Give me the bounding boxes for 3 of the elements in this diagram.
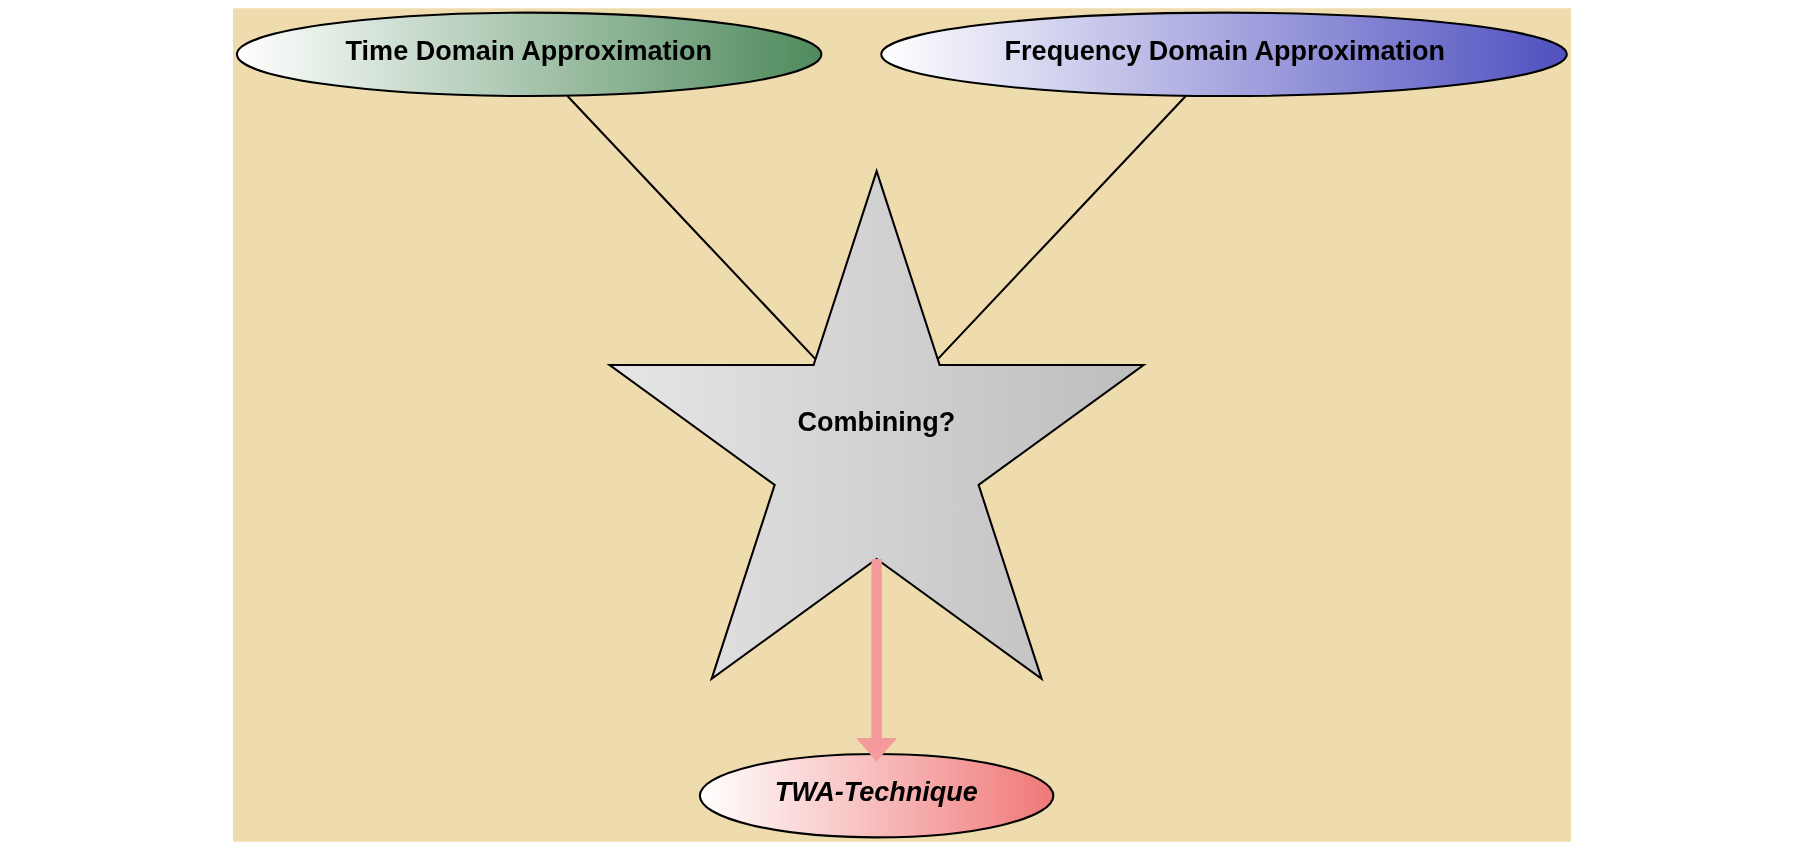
node-ellipse: TWA-Technique [698, 752, 1054, 839]
node-ellipse: Frequency Domain Approximation [879, 11, 1568, 98]
node-ellipse: Time Domain Approximation [235, 11, 822, 98]
